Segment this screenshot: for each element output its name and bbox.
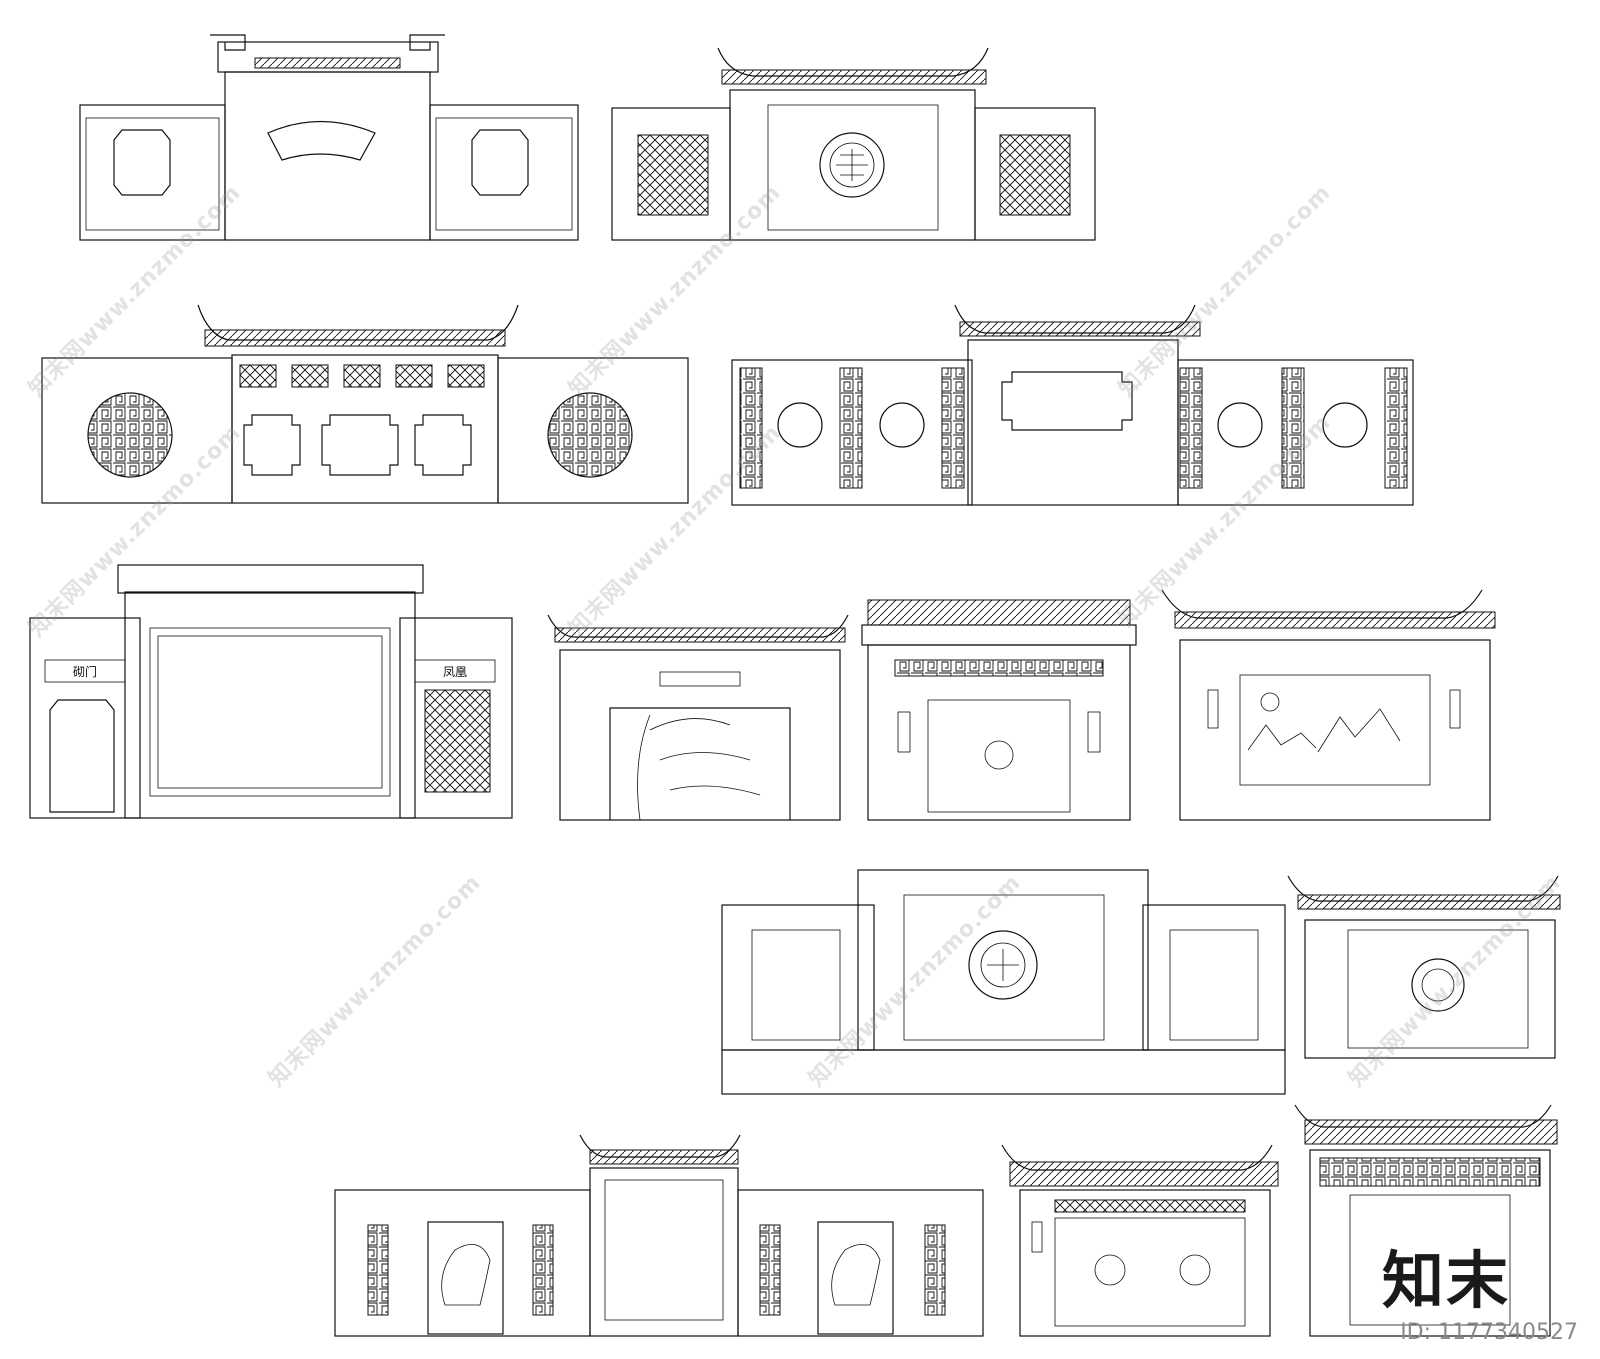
wall-elevation-7 — [861, 599, 1137, 821]
brand-logo: 知末 — [1382, 1244, 1511, 1317]
wall-elevation-8 — [1161, 589, 1496, 821]
wall-elevation-3 — [41, 304, 689, 504]
wall-elevation-11 — [334, 1134, 984, 1337]
wall-elevation-10 — [1287, 875, 1561, 1059]
wall-elevation-13 — [1294, 1104, 1558, 1337]
panel-label-left: 砌门 — [73, 664, 97, 679]
wall-elevation-5: 砌门 凤凰 — [29, 564, 513, 819]
wall-elevation-9 — [721, 869, 1286, 1095]
wall-elevation-1 — [79, 34, 579, 241]
wall-elevation-4 — [731, 304, 1414, 506]
panel-label-right: 凤凰 — [443, 665, 467, 679]
wall-elevation-2 — [611, 47, 1096, 241]
wall-elevation-12 — [1001, 1144, 1279, 1337]
asset-id-label: ID: 1177340527 — [1400, 1320, 1578, 1345]
wall-elevation-6 — [547, 614, 849, 821]
